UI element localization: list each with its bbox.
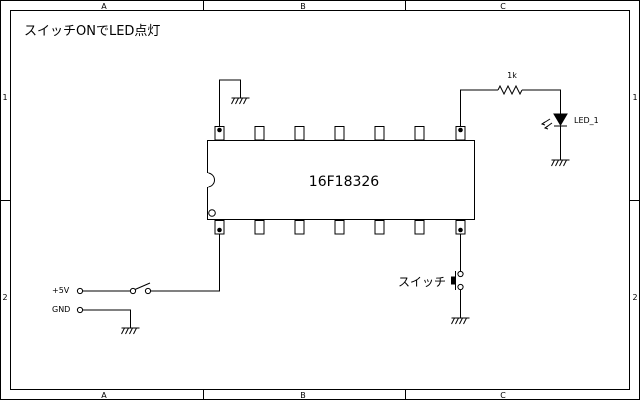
ic-pin-top-6 <box>414 126 425 141</box>
wire-pin-to-switch <box>151 234 220 292</box>
ground-icon <box>451 317 470 325</box>
wires <box>83 79 561 328</box>
zone-label-row-1-left: 1 <box>2 93 7 102</box>
ic-pin-top-4 <box>334 126 345 141</box>
ic-pin-bottom-5 <box>374 220 385 235</box>
zone-label-col-a-bottom: A <box>101 391 107 400</box>
led-symbol[interactable] <box>540 113 568 130</box>
ic-pin-bottom-4 <box>334 220 345 235</box>
ic-pin-bottom-1 <box>214 220 225 235</box>
zone-label-col-c-bottom: C <box>500 391 506 400</box>
page-title: スイッチONでLED点灯 <box>24 24 160 39</box>
zone-label-row-1-right: 1 <box>632 93 637 102</box>
zone-label-row-2-right: 2 <box>632 293 637 302</box>
zone-label-col-b-top: B <box>300 2 306 11</box>
gnd-port-label: GND <box>52 305 70 314</box>
ground-icon <box>551 159 570 167</box>
pushbutton-label: スイッチ <box>398 275 446 289</box>
ic-pin1-dot <box>208 209 216 217</box>
ic-pin-top-2 <box>254 126 265 141</box>
ic-pin-top-3 <box>294 126 305 141</box>
zone-label-col-a-top: A <box>101 2 107 11</box>
ic-pin-top-1 <box>214 126 225 141</box>
toggle-switch-symbol[interactable] <box>129 282 152 295</box>
vcc-port-label: +5V <box>52 286 70 295</box>
ic-notch <box>207 172 215 188</box>
ic-pin-bottom-7 <box>455 220 466 235</box>
zone-label-row-2-left: 2 <box>2 293 7 302</box>
ic-pin-top-5 <box>374 126 385 141</box>
wire-gnd-port <box>83 309 131 328</box>
ground-icon <box>121 327 140 335</box>
zone-label-col-b-bottom: B <box>300 391 306 400</box>
led-label: LED_1 <box>574 116 599 125</box>
zone-label-col-c-top: C <box>500 2 506 11</box>
ic-body <box>207 140 475 220</box>
ic-pin-top-7 <box>455 126 466 141</box>
resistor-symbol[interactable] <box>497 84 523 96</box>
pushbutton-switch-symbol[interactable] <box>451 270 464 291</box>
gnd-terminal[interactable] <box>76 306 84 314</box>
wire-resistor-to-led <box>522 89 561 114</box>
ground-icon <box>231 97 250 105</box>
ic-chip[interactable]: 16F18326 <box>206 140 475 220</box>
wire-ground-top <box>219 79 241 126</box>
ic-pin-bottom-2 <box>254 220 265 235</box>
ic-pins <box>214 126 466 235</box>
ic-pin-bottom-6 <box>414 220 425 235</box>
ground-symbols <box>121 97 570 335</box>
vcc-terminal[interactable] <box>76 287 84 295</box>
inner-frame <box>10 10 630 390</box>
ic-pin-bottom-3 <box>294 220 305 235</box>
ic-part-label: 16F18326 <box>309 174 379 190</box>
wire-to-resistor <box>460 89 498 126</box>
resistor-value-label: 1k <box>507 71 517 80</box>
